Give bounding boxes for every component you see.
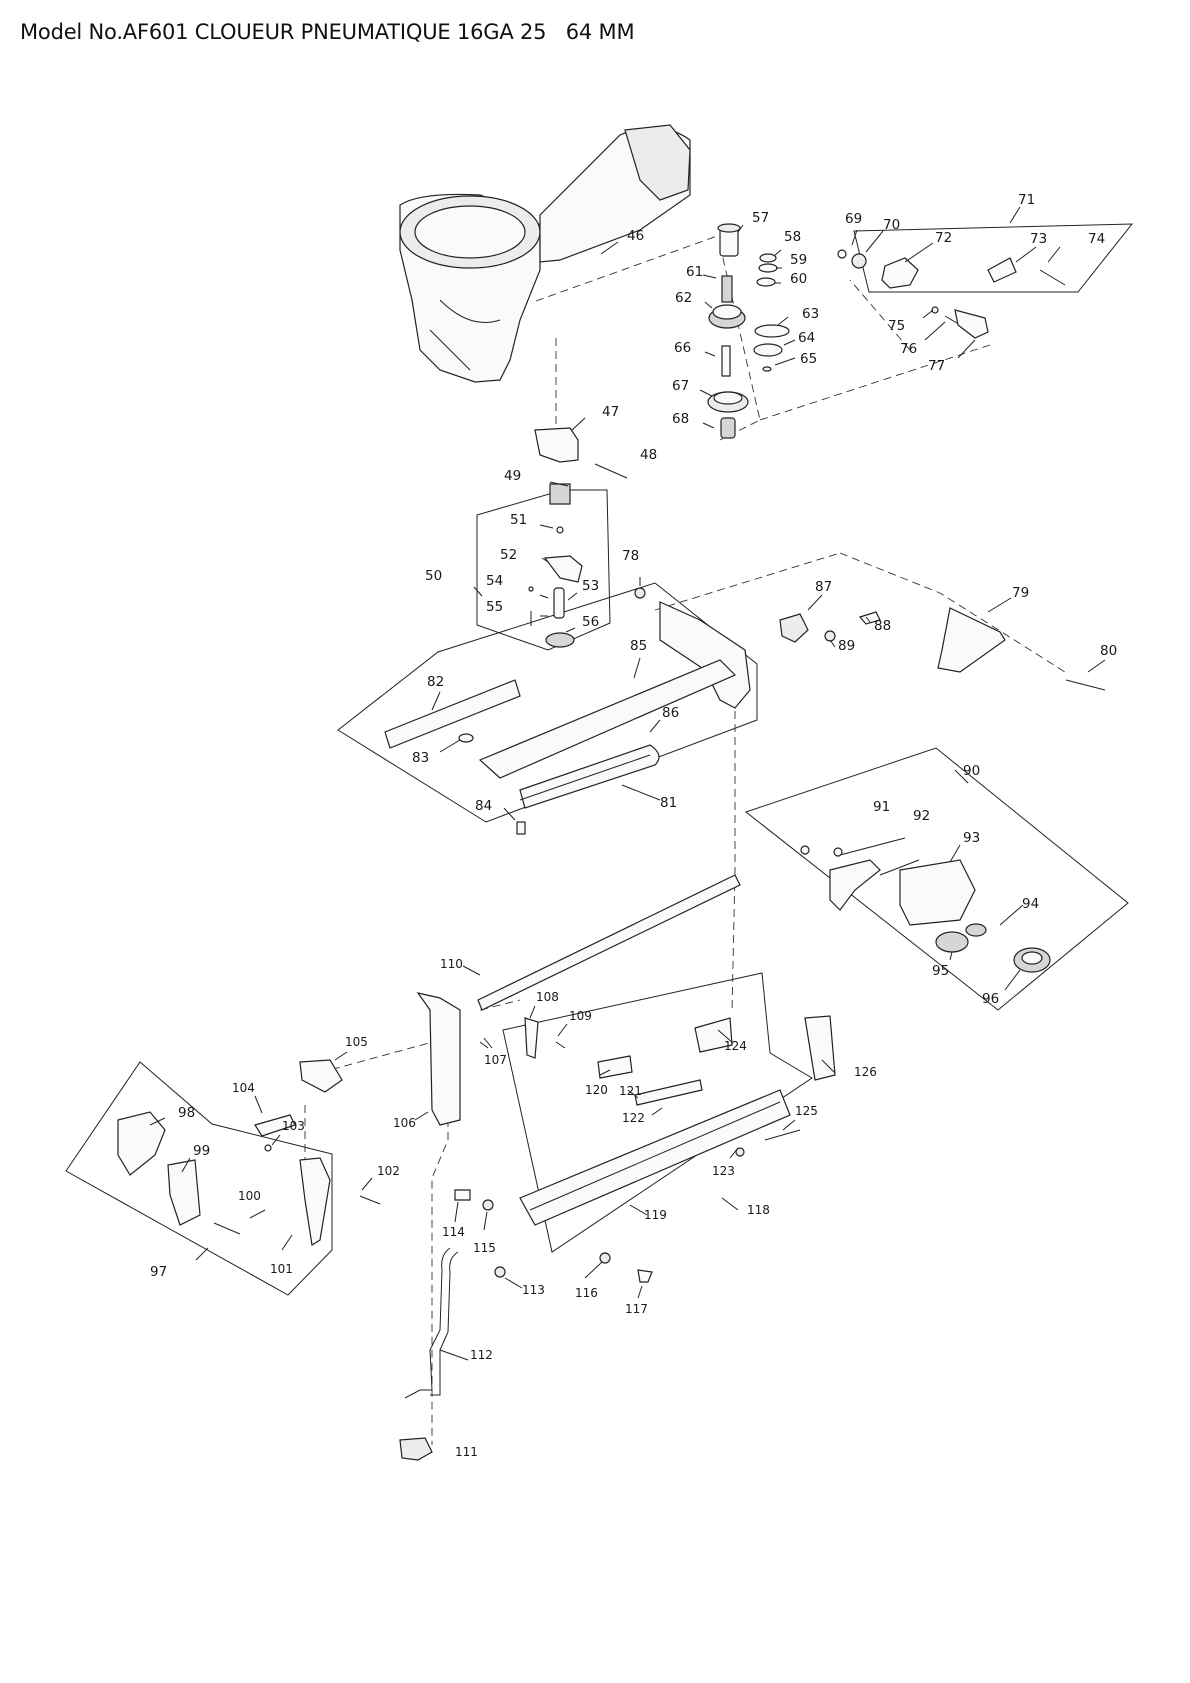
callout-51: 51	[510, 512, 527, 528]
callout-118: 118	[747, 1203, 770, 1217]
callout-97: 97	[150, 1264, 167, 1280]
callout-68: 68	[672, 411, 689, 427]
callout-107: 107	[484, 1053, 507, 1067]
bottom-parts	[399, 1189, 653, 1461]
callout-115: 115	[473, 1241, 496, 1255]
callout-102: 102	[377, 1164, 400, 1178]
callout-66: 66	[674, 340, 691, 356]
callout-52: 52	[500, 547, 517, 563]
callout-91: 91	[873, 799, 890, 815]
lower-left-parts	[117, 1059, 381, 1246]
callout-80: 80	[1100, 643, 1117, 659]
callout-46: 46	[627, 228, 644, 244]
callout-48: 48	[640, 447, 657, 463]
callout-117: 117	[625, 1302, 648, 1316]
callout-77: 77	[928, 358, 945, 374]
callout-103: 103	[282, 1119, 305, 1133]
callout-72: 72	[935, 230, 952, 246]
callout-53: 53	[582, 578, 599, 594]
callout-71: 71	[1018, 192, 1035, 208]
callout-82: 82	[427, 674, 444, 690]
callout-109: 109	[569, 1009, 592, 1023]
callout-81: 81	[660, 795, 677, 811]
callout-96: 96	[982, 991, 999, 1007]
callout-119: 119	[644, 1208, 667, 1222]
housing-body	[399, 124, 691, 383]
callout-50: 50	[425, 568, 442, 584]
callout-76: 76	[900, 341, 917, 357]
callout-93: 93	[963, 830, 980, 846]
callout-67: 67	[672, 378, 689, 394]
callout-120: 120	[585, 1083, 608, 1097]
callout-58: 58	[784, 229, 801, 245]
callout-126: 126	[854, 1065, 877, 1079]
nose-group	[384, 587, 1106, 835]
callout-104: 104	[232, 1081, 255, 1095]
callout-116: 116	[575, 1286, 598, 1300]
callout-64: 64	[798, 330, 815, 346]
callout-69: 69	[845, 211, 862, 227]
callout-47: 47	[602, 404, 619, 420]
callout-57: 57	[752, 210, 769, 226]
callout-100: 100	[238, 1189, 261, 1203]
group-outlines	[65, 223, 1134, 1296]
callout-114: 114	[442, 1225, 465, 1239]
callout-86: 86	[662, 705, 679, 721]
callout-99: 99	[193, 1143, 210, 1159]
callout-105: 105	[345, 1035, 368, 1049]
callout-59: 59	[790, 252, 807, 268]
callout-87: 87	[815, 579, 832, 595]
callout-122: 122	[622, 1111, 645, 1125]
callout-84: 84	[475, 798, 492, 814]
callout-90: 90	[963, 763, 980, 779]
callout-124: 124	[724, 1039, 747, 1053]
callout-94: 94	[1022, 896, 1039, 912]
callout-95: 95	[932, 963, 949, 979]
callout-56: 56	[582, 614, 599, 630]
callout-121: 121	[619, 1084, 642, 1098]
callout-61: 61	[686, 264, 703, 280]
callout-labels: 46 47 48 49 50 51 52 53 54 55 56 57 58 5…	[150, 192, 1117, 1459]
callout-113: 113	[522, 1283, 545, 1297]
callout-79: 79	[1012, 585, 1029, 601]
callout-63: 63	[802, 306, 819, 322]
alignment-lines	[304, 234, 1066, 1445]
upper-trigger-parts	[528, 427, 628, 648]
callout-111: 111	[455, 1445, 478, 1459]
callout-88: 88	[874, 618, 891, 634]
callout-125: 125	[795, 1104, 818, 1118]
callout-110: 110	[440, 957, 463, 971]
callout-49: 49	[504, 468, 521, 484]
callout-123: 123	[712, 1164, 735, 1178]
callout-85: 85	[630, 638, 647, 654]
callout-89: 89	[838, 638, 855, 654]
callout-62: 62	[675, 290, 692, 306]
callout-112: 112	[470, 1348, 493, 1362]
callout-60: 60	[790, 271, 807, 287]
leader-lines	[149, 206, 1106, 1361]
trigger-lever-group	[837, 249, 1066, 339]
callout-98: 98	[178, 1105, 195, 1121]
group-90-parts	[800, 845, 1051, 973]
callout-75: 75	[888, 318, 905, 334]
magazine-group	[519, 1015, 836, 1226]
valve-stack	[707, 223, 790, 439]
callout-106: 106	[393, 1116, 416, 1130]
callout-83: 83	[412, 750, 429, 766]
callout-78: 78	[622, 548, 639, 564]
callout-74: 74	[1088, 231, 1105, 247]
callout-54: 54	[486, 573, 503, 589]
page-title: Model No.AF601 CLOUEUR PNEUMATIQUE 16GA …	[20, 20, 635, 44]
callout-65: 65	[800, 351, 817, 367]
callout-101: 101	[270, 1262, 293, 1276]
callout-55: 55	[486, 599, 503, 615]
lower-long-parts	[416, 874, 741, 1126]
callout-92: 92	[913, 808, 930, 824]
callout-70: 70	[883, 217, 900, 233]
callout-108: 108	[536, 990, 559, 1004]
callout-73: 73	[1030, 231, 1047, 247]
